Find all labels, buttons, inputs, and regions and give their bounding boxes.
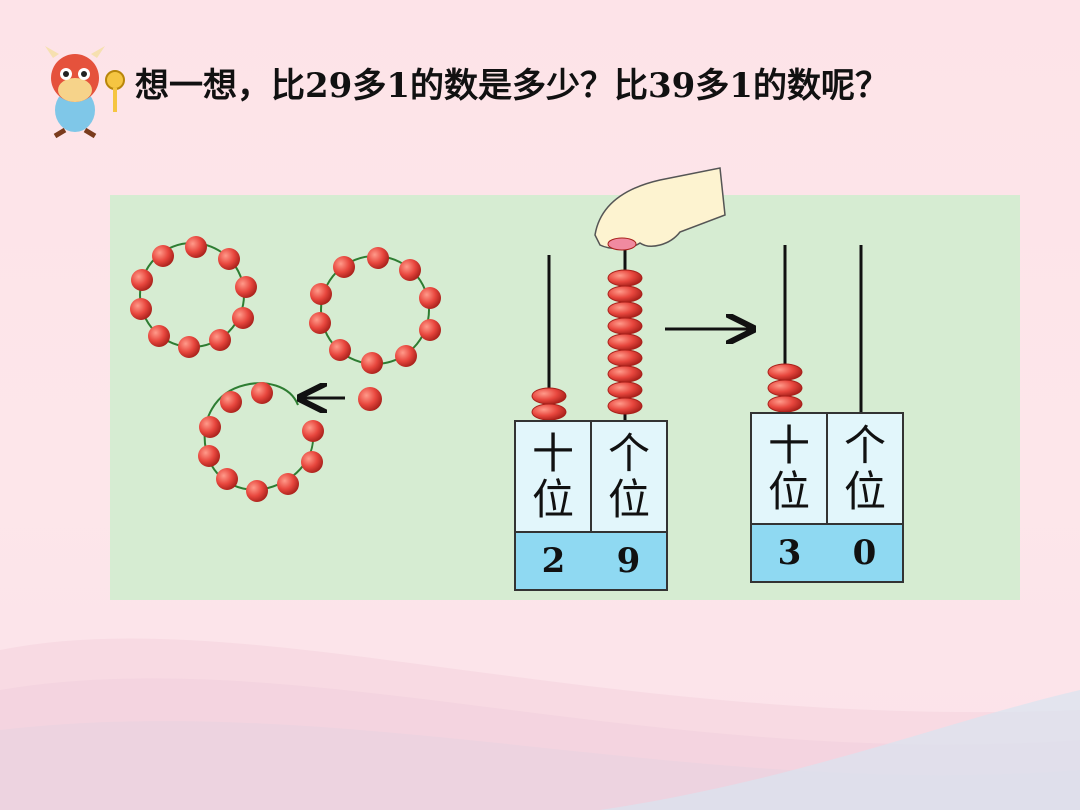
ones-label-char-1: 个 [607,428,650,478]
ones-label-char-1: 个 [843,420,886,470]
single-bead [358,387,382,411]
tens-label-char-1: 十 [767,420,810,470]
hand-icon [594,167,726,251]
ones-label-char-2: 位 [607,475,650,524]
digit-row: 3 0 [752,523,902,581]
tens-label-char-2: 位 [767,467,810,516]
page-title: 想一想，比29多1的数是多少？比39多1的数呢？ [135,66,889,106]
tens-place-label: 十 位 [516,422,592,532]
tens-label-char-1: 十 [531,428,574,478]
abacus-after-tens-beads [767,363,803,413]
ones-digit: 9 [616,541,641,581]
background-wave [0,638,1080,810]
ones-label-char-2: 位 [843,467,886,516]
tens-label-char-2: 位 [531,475,574,524]
tens-digit: 2 [541,541,566,581]
ones-digit: 0 [852,533,877,573]
bead-ring-ten [309,247,441,374]
abacus-before-ones-beads [607,269,643,415]
ones-place-label: 个 位 [592,422,666,532]
tens-place-label: 十 位 [752,414,828,524]
abacus-before-table: 十 位 个 位 2 9 [514,420,668,591]
abacus-after-table: 十 位 个 位 3 0 [750,412,904,583]
ones-place-label: 个 位 [828,414,902,524]
digit-row: 2 9 [516,531,666,589]
abacus-before-tens-beads [531,387,567,421]
bead-ring-ten [130,236,257,358]
bead-ring-open [198,382,324,502]
tens-digit: 3 [777,533,802,573]
cow-mascot-icon [45,46,125,139]
